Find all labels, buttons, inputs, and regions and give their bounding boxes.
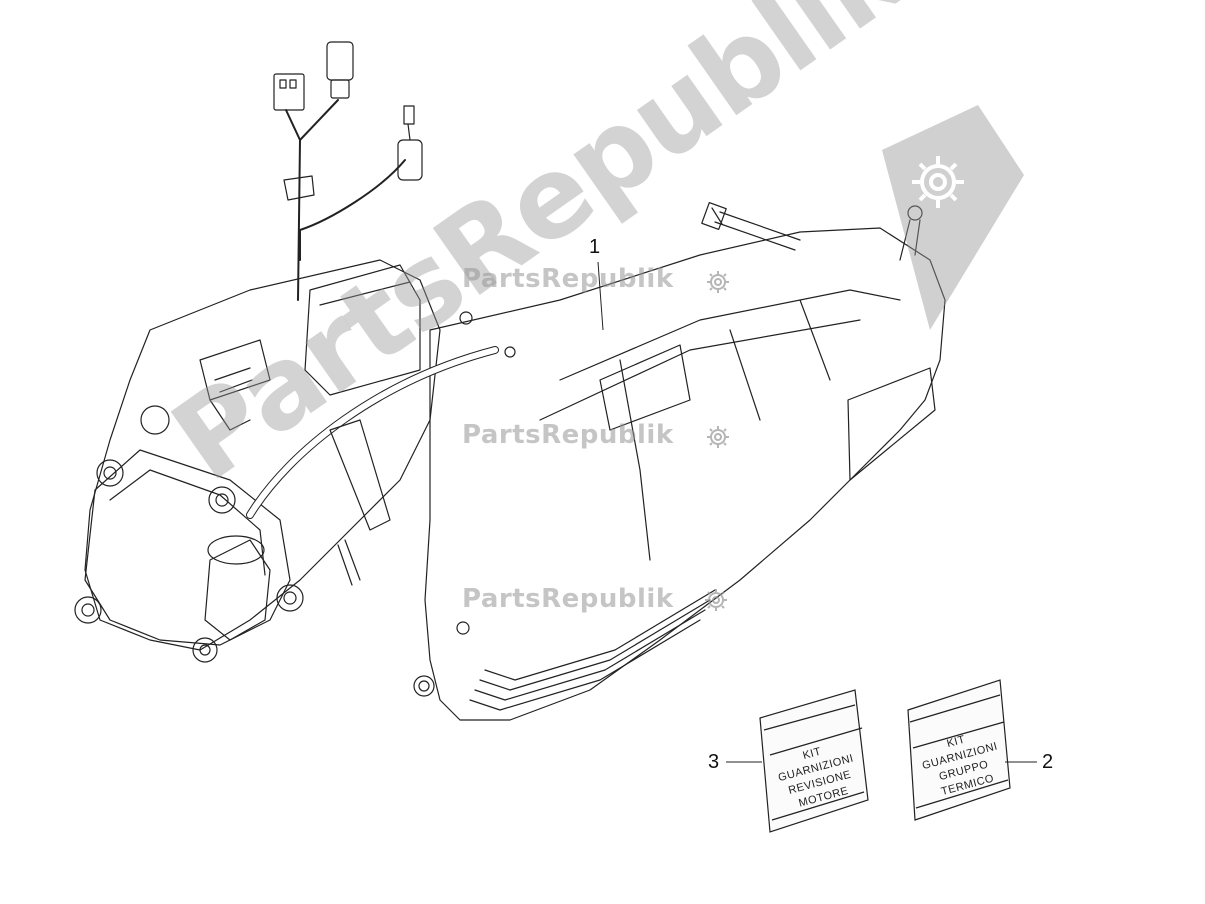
callout-2: 2 — [1042, 751, 1054, 773]
gear-icon — [707, 271, 729, 293]
watermark-gear-badge — [882, 105, 1024, 330]
crankcase-outline — [424, 227, 946, 721]
watermark-brand: PartsRepublik — [462, 420, 674, 450]
gear-icon — [912, 156, 964, 208]
leader-line-1 — [597, 261, 604, 331]
rear-shaft — [711, 207, 801, 251]
gear-icon — [707, 426, 729, 448]
kit-bag-overhaul — [759, 689, 869, 833]
kit-bag-thermal — [907, 679, 1011, 821]
callout-3: 3 — [708, 751, 720, 773]
valve-cover — [84, 449, 291, 646]
callout-1: 1 — [589, 236, 601, 258]
watermark-brand: PartsRepublik — [462, 264, 674, 294]
gear-icon — [705, 589, 727, 611]
cylinder-head — [84, 259, 441, 651]
watermark-brand: PartsRepublik — [462, 584, 674, 614]
wiring-harness — [285, 99, 406, 301]
